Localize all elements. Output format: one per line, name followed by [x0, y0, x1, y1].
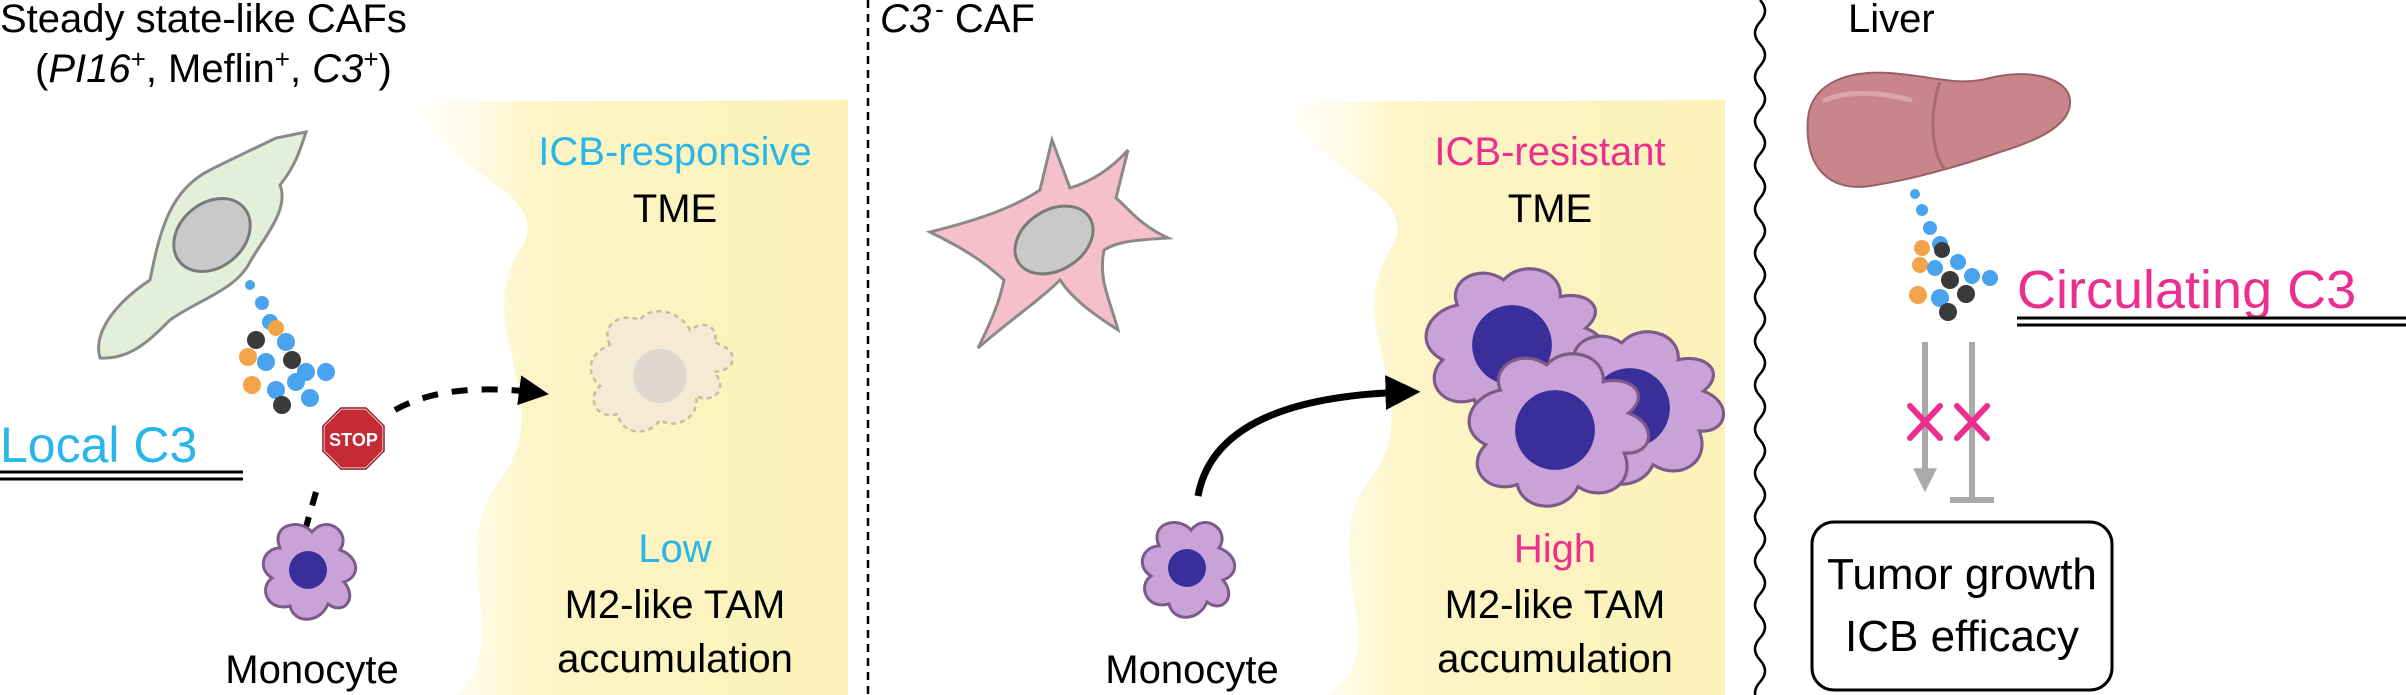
solid-arrow [1194, 375, 1421, 497]
tam-accumulation-1: accumulation [557, 637, 793, 681]
panel1-title-line1: Steady state-like CAFs [0, 0, 407, 41]
cross-icon-2 [1954, 403, 1990, 441]
liver-label: Liver [1848, 0, 1935, 41]
tme-responsive-label: ICB-responsive [538, 130, 811, 174]
tam-level-low: Low [638, 527, 711, 571]
monocyte-cell-2 [1140, 521, 1237, 619]
circulating-c3-dots [1909, 189, 1998, 321]
tam-accumulation-2: accumulation [1437, 637, 1673, 681]
blocked-path-dashed [297, 491, 319, 549]
monocyte-label-1: Monocyte [225, 648, 398, 692]
panel-liver: Liver Circulating C3 [1806, 0, 2406, 692]
panel-c3-negative-caf: C3- CAF Monocyte ICB-resist [880, 0, 1726, 695]
outcome-line-1: Tumor growth [1827, 550, 2097, 599]
dashed-arrow [393, 375, 549, 413]
stop-label: STOP [329, 430, 378, 450]
circulating-c3-label: Circulating C3 [2017, 260, 2356, 320]
monocyte-cell-1 [261, 523, 358, 621]
local-c3-dots [239, 280, 335, 414]
tam-label-1: M2-like TAM [565, 583, 786, 627]
panel1-title-line2: (PI16+, Meflin+, C3+) [35, 44, 392, 91]
tme-label-1: TME [633, 187, 717, 231]
outcome-box [1810, 520, 2114, 692]
caf-cell-green [97, 130, 309, 360]
caf-cell-pink [925, 134, 1174, 350]
faded-tam-cell [589, 310, 734, 433]
divider-wavy [1753, 0, 1767, 695]
liver-icon [1806, 71, 2072, 188]
tam-label-2: M2-like TAM [1445, 583, 1666, 627]
tam-cell [1467, 352, 1651, 508]
outcome-line-2: ICB efficacy [1845, 612, 2079, 661]
cross-icon-1 [1907, 403, 1943, 441]
tme-resistant-label: ICB-resistant [1434, 130, 1665, 174]
tam-cluster [1424, 267, 1726, 508]
tam-level-high: High [1514, 527, 1596, 571]
local-c3-label: Local C3 [0, 417, 197, 473]
stop-sign-icon: STOP [321, 406, 386, 471]
tme-label-2: TME [1508, 187, 1592, 231]
panel2-title: C3- CAF [880, 0, 1035, 41]
monocyte-label-2: Monocyte [1105, 648, 1278, 692]
panel-steady-state-cafs: Steady state-like CAFs (PI16+, Meflin+, … [0, 0, 848, 695]
